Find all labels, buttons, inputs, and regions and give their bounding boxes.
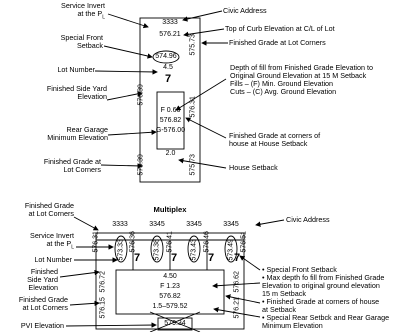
- multi-box-1: 4.50: [163, 273, 177, 280]
- multi-top-elev-2: 576.36: [129, 231, 137, 253]
- fg-house-label: Finished Grade at corners of house at Ho…: [229, 131, 321, 148]
- side-yard-value: 576.39: [137, 84, 145, 106]
- multi-side-yard-label: Finished Side Yard Elevation: [27, 267, 58, 292]
- multi-top-elev-1: 576.31: [92, 231, 100, 253]
- garage-value: G-576.00: [155, 127, 186, 134]
- corner-right-2: 576.31: [189, 96, 197, 118]
- multi-lot-number-label: Lot Number: [34, 255, 72, 264]
- multi-right-corner: 576.21: [233, 297, 241, 319]
- multi-right-side: 576.62: [233, 271, 241, 293]
- multi-box-4: 1.5–579.52: [152, 303, 188, 310]
- multi-civic-2: 3345: [149, 221, 165, 228]
- fg-lot-corners-label: Finished Grade at Lot Corners: [229, 38, 326, 47]
- lot-number-value: 7: [164, 73, 172, 85]
- rear-garage-label: Rear Garage Minimum Elevation: [47, 125, 108, 142]
- multi-oval-2: 573.38: [153, 239, 161, 261]
- pvi-value: 579.34: [164, 320, 186, 327]
- multi-notes: • Special Front Setback • Max depth fo f…: [262, 265, 390, 330]
- house-setback-label: House Setback: [229, 163, 278, 172]
- multi-left-side: 576.72: [99, 271, 107, 293]
- multi-top-elev-5: 576.51: [240, 231, 248, 253]
- multi-civic-3: 3345: [186, 221, 202, 228]
- house-outline: [156, 91, 185, 150]
- pvi-box: [157, 317, 193, 331]
- multi-lot-4: 7: [233, 252, 241, 264]
- lot-outline: [139, 17, 201, 183]
- depth-fill-label: Depth of fill from Finished Grade Elevat…: [230, 63, 374, 96]
- corner-bottom-right: 575.73: [189, 154, 197, 176]
- multi-lot-3: 7: [207, 252, 215, 264]
- multi-civic-1: 3333: [112, 221, 128, 228]
- curb-elevation: 576.21: [159, 31, 181, 38]
- multi-oval-1: 573.33: [117, 239, 125, 261]
- multi-box-3: 576.82: [159, 293, 181, 300]
- front-setback-value: 574.96: [155, 53, 177, 60]
- multi-lot-2: 7: [170, 252, 178, 264]
- setback-value: 4.5: [163, 64, 173, 71]
- multi-civic-address-label: Civic Address: [286, 215, 330, 224]
- multi-fg-corners-label: Finished Grade at Lot Corners: [18, 295, 68, 312]
- multiplex-lot-outline: [95, 232, 245, 330]
- house-setback-value: 2.0: [165, 150, 176, 157]
- multi-top-elev-4: 576.46: [203, 231, 211, 253]
- civic-address-label: Civic Address: [223, 6, 267, 15]
- corners-label: Finished Grade at Lot Corners: [43, 157, 101, 174]
- corner-bottom-left: 575.39: [137, 154, 145, 176]
- fill-value: F 0.66: [160, 107, 181, 114]
- front-setback-oval: [152, 50, 180, 64]
- multi-oval-3: 573.43: [190, 239, 198, 261]
- civic-number: 3333: [162, 19, 178, 26]
- multi-service-label: Service Invert at the PL: [30, 231, 74, 251]
- multiplex-title: Multiplex: [153, 205, 187, 214]
- side-yard-label: Finished Side Yard Elevation: [46, 84, 107, 101]
- special-front-setback-label: Special Front Setback: [60, 33, 103, 50]
- multi-fg-lot-label: Finished Grade at Lot Corners: [24, 201, 74, 218]
- multi-civic-4: 3345: [223, 221, 239, 228]
- lot-number-label: Lot Number: [57, 65, 95, 74]
- multi-left-corner: 576.15: [99, 297, 107, 319]
- corner-top-right: 575.73: [189, 34, 197, 56]
- top-curb-label: Top of Curb Elevation at C/L of Lot: [225, 24, 335, 33]
- pvi-label: PVI Elevation: [20, 321, 64, 330]
- multi-top-elev-3: 576.41: [166, 231, 174, 253]
- multi-lot-1: 7: [133, 252, 141, 264]
- house-elevation: 576.82: [159, 117, 182, 124]
- multi-box-2: F 1.23: [160, 283, 180, 290]
- service-invert-label: Service Invert at the PL: [61, 1, 105, 21]
